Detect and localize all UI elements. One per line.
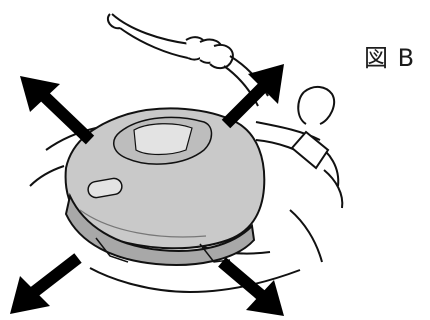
arrow-down-right-icon <box>218 257 284 316</box>
arrow-up-right-icon <box>221 64 284 129</box>
cable <box>106 13 269 107</box>
figure-label: 図 B <box>364 44 416 72</box>
arrow-up-left-icon <box>20 76 95 145</box>
arrow-down-left-icon <box>10 253 82 314</box>
device-body <box>64 107 266 266</box>
strap <box>255 86 344 209</box>
